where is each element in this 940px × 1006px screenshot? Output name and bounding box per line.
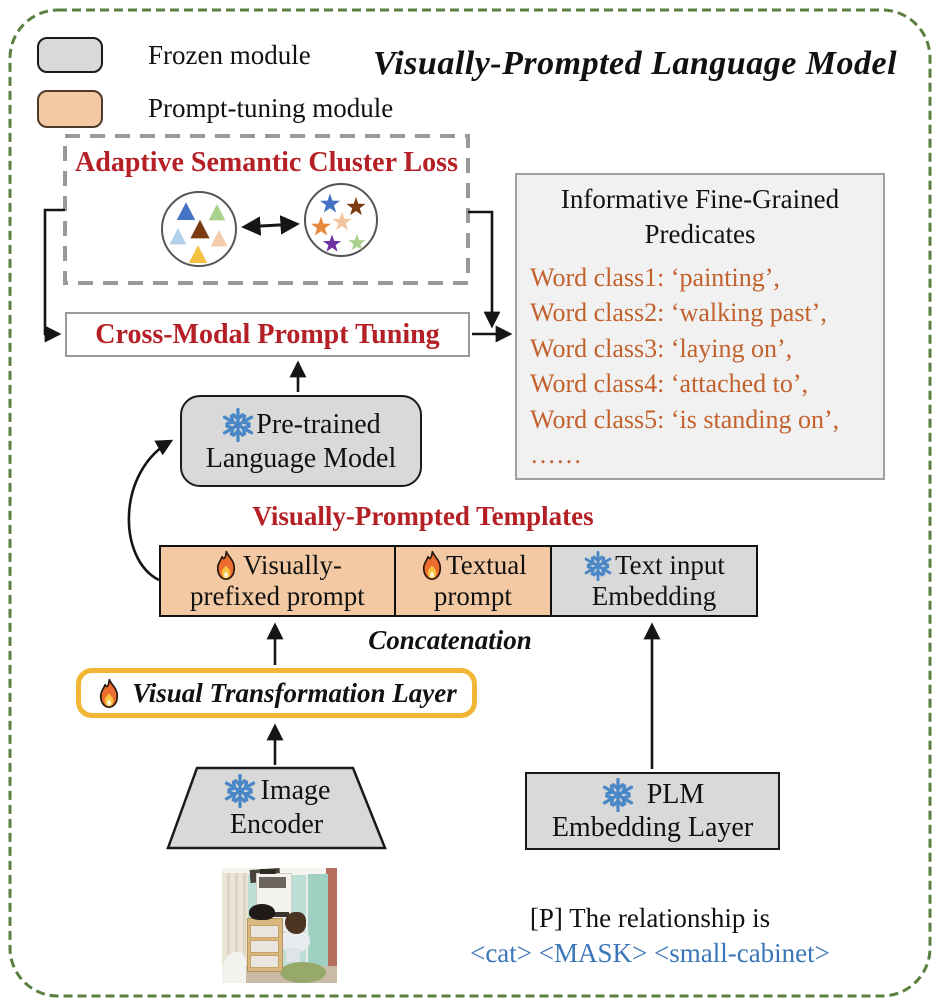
text-input-embedding-cell: Text input Embedding (550, 547, 756, 615)
predicate-item: Word class5: ‘is standing on’, (530, 404, 840, 434)
concatenation-label: Concatenation (368, 624, 532, 655)
predicate-item: Word class4: ‘attached to’, (530, 369, 809, 399)
predicates-title: Informative Fine-Grained Predicates (517, 182, 883, 252)
predicates-title-line1: Informative Fine-Grained (560, 184, 840, 214)
outer-dashed-frame (8, 8, 932, 998)
photo-tub (222, 952, 246, 983)
photo-drawer (250, 925, 279, 938)
photo-door (306, 874, 328, 966)
cell1-line1: Visually- (242, 550, 342, 580)
scene-photo (222, 868, 337, 983)
snowflake-icon (601, 778, 635, 812)
cross-modal-prompt-tuning-box: Cross-Modal Prompt Tuning (65, 312, 470, 357)
photo-toilet-bowl (280, 930, 310, 952)
plm-label-line2: Language Model (205, 442, 397, 474)
cluster-loss-title: Adaptive Semantic Cluster Loss (75, 147, 458, 178)
textual-prompt-cell: Textual prompt (393, 547, 551, 615)
photo-toilet-base (286, 948, 300, 962)
predicates-ellipsis: …… (530, 440, 582, 470)
cell1-line2: prefixed prompt (190, 581, 365, 611)
query-line1: [P] The relationship is (529, 903, 771, 933)
predicates-box: Informative Fine-Grained Predicates Word… (515, 173, 885, 480)
frozen-module-label: Frozen module (148, 39, 311, 70)
image-encoder-line1: Image (260, 775, 331, 806)
photo-shelf (259, 877, 286, 888)
pretrained-language-model-box: Pre-trained Language Model (180, 395, 422, 487)
cell3-line1: Text input (615, 550, 725, 580)
image-encoder-trapezoid (166, 766, 387, 850)
predicates-title-line2: Predicates (644, 219, 756, 249)
snowflake-icon (223, 774, 257, 808)
snowflake-icon (221, 408, 255, 442)
cell2-line1: Textual (446, 550, 527, 580)
photo-drawer (250, 940, 279, 953)
predicate-item: Word class2: ‘walking past’, (530, 298, 827, 328)
query-line2: <cat> <MASK> <small-cabinet> (470, 938, 830, 968)
predicate-item: Word class3: ‘laying on’, (530, 333, 793, 363)
fire-icon (216, 550, 236, 581)
photo-black-cat (249, 904, 275, 920)
image-encoder-line2: Encoder (229, 809, 324, 840)
plm-embedding-layer-box: PLM Embedding Layer (525, 772, 780, 850)
prompt-tuning-label: Prompt-tuning module (148, 92, 394, 123)
cell2-line2: prompt (433, 581, 512, 611)
photo-brick-wall (326, 868, 337, 983)
plm-embedding-line1: PLM (646, 779, 705, 810)
cluster-loss-dashed-box (63, 134, 470, 285)
prompt-template-row: Visually- prefixed prompt Textual prompt… (159, 545, 758, 617)
page-title: Visually-Prompted Language Model (372, 45, 898, 82)
snowflake-icon (583, 551, 613, 581)
plm-label-line1: Pre-trained (256, 409, 381, 440)
frozen-module-swatch (37, 37, 103, 73)
predicates-list: Word class1: ‘painting’, Word class2: ‘w… (530, 260, 839, 472)
prompt-tuning-swatch (37, 90, 103, 128)
predicate-item: Word class1: ‘painting’, (530, 263, 780, 292)
visually-prefixed-prompt-cell: Visually- prefixed prompt (161, 547, 394, 615)
photo-drawer (250, 955, 279, 968)
photo-brown-cat (285, 912, 306, 934)
photo-rug (280, 962, 326, 983)
plm-embedding-line2: Embedding Layer (551, 812, 754, 843)
photo-shelf-object (260, 869, 276, 874)
fire-icon (423, 550, 442, 581)
fire-icon (100, 678, 119, 708)
vtl-label: Visual Transformation Layer (132, 677, 457, 708)
image-encoder-box: Image Encoder (168, 768, 385, 848)
templates-heading: Visually-Prompted Templates (252, 500, 594, 531)
visual-transformation-layer-box: Visual Transformation Layer (76, 668, 477, 718)
query-text: [P] The relationship is <cat> <MASK> <sm… (420, 901, 880, 971)
cell3-line2: Embedding (591, 581, 717, 611)
